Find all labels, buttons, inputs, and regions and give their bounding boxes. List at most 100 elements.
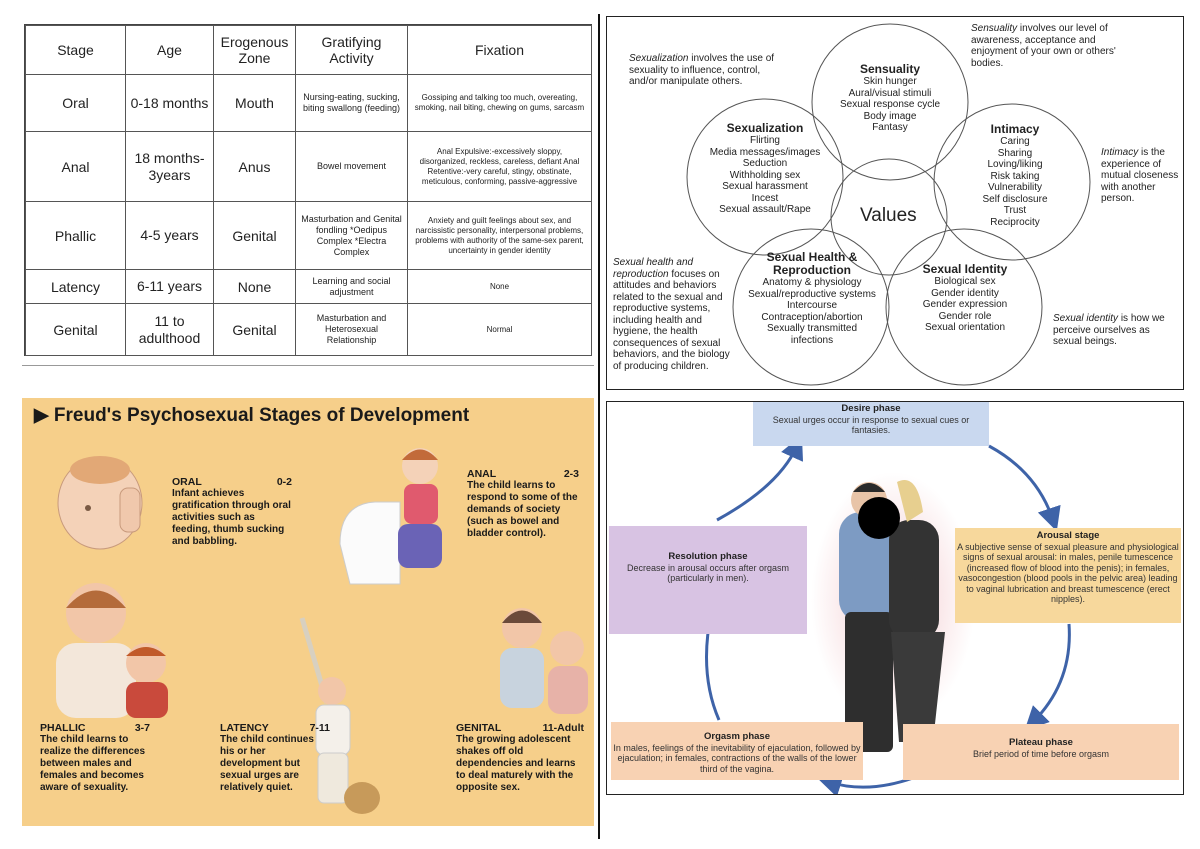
stage-text: The child learns to realize the differen… — [40, 734, 146, 793]
circle-identity — [885, 228, 1043, 386]
table-row: Genital 11 to adulthood Genital Masturba… — [25, 303, 592, 356]
values-label: Values — [860, 205, 917, 226]
freud-title: ▶ Freud's Psychosexual Stages of Develop… — [34, 405, 470, 426]
phase-text: A subjective sense of sexual pleasure an… — [957, 541, 1179, 605]
venn-circles — [686, 23, 1091, 386]
health-title: Sexual Health & Reproduction — [766, 250, 858, 277]
triangle-bullet-icon: ▶ — [34, 405, 49, 426]
circle-values — [830, 158, 948, 276]
circle-sensuality — [811, 23, 969, 181]
sexuality-venn-diagram: Sensuality Skin hunger Aural/visual stim… — [606, 16, 1184, 390]
cell-zone: None — [213, 269, 296, 304]
cell-stage: Anal — [25, 131, 126, 202]
stage-text: The child learns to respond to some of t… — [467, 480, 578, 539]
cell-age: 0-18 months — [125, 74, 214, 132]
header-stage: Stage — [25, 25, 126, 75]
cell-activity: Learning and social adjustment — [295, 269, 408, 304]
cell-zone: Genital — [213, 201, 296, 270]
sensuality-note: Sensuality involves our level of awarene… — [971, 23, 1116, 69]
stage-oral: ORAL 0-2 Infant achieves gratification th… — [172, 476, 292, 548]
phase-desire: Desire phase Sexual urges occur in respo… — [753, 402, 989, 446]
psychosexual-table: Stage Age Erogenous Zone Gratifying Acti… — [24, 24, 592, 356]
cell-activity: Masturbation and Heterosexual Relationsh… — [295, 303, 408, 356]
cell-activity: Masturbation and Genital fondling *Oedip… — [295, 201, 408, 270]
section-divider — [22, 365, 594, 366]
health-note: Sexual health and reproduction focuses o… — [613, 257, 730, 372]
intimacy-note: Intimacy is the experience of mutual clo… — [1101, 147, 1179, 204]
intimacy-group: Intimacy Caring Sharing Loving/liking Ri… — [963, 123, 1067, 228]
phase-title: Desire phase — [841, 403, 901, 414]
header-activity: Gratifying Activity — [295, 25, 408, 75]
cell-fixation: Anxiety and guilt feelings about sex, an… — [407, 201, 592, 270]
sensuality-group: Sensuality Skin hunger Aural/visual stim… — [815, 63, 965, 134]
column-divider — [598, 14, 600, 839]
stage-age: 0-2 — [276, 476, 292, 488]
circle-sexualization — [686, 98, 844, 256]
phase-plateau: Plateau phase Brief period of time befor… — [903, 724, 1179, 780]
health-group: Sexual Health & Reproduction Anatomy & p… — [748, 250, 876, 346]
sensuality-title: Sensuality — [859, 62, 921, 76]
stage-age: 11-Adult — [542, 722, 584, 734]
phase-arousal: Arousal stage A subjective sense of sexu… — [955, 528, 1181, 623]
freud-stages-illustration: ▶ Freud's Psychosexual Stages of Develop… — [22, 398, 594, 826]
cell-activity: Bowel movement — [295, 131, 408, 202]
cell-stage: Phallic — [25, 201, 126, 270]
stage-name: LATENCY — [220, 722, 269, 734]
cell-fixation: Gossiping and talking too much, overeati… — [407, 74, 592, 132]
stage-latency: LATENCY 7-11 The child continues his or h… — [220, 722, 330, 794]
cell-age: 11 to adulthood — [125, 303, 214, 356]
circle-intimacy — [933, 103, 1091, 261]
cell-stage: Latency — [25, 269, 126, 304]
table-header-row: Stage Age Erogenous Zone Gratifying Acti… — [25, 25, 592, 75]
stage-text: The growing adolescent shakes off old de… — [456, 734, 576, 793]
identity-group: Sexual Identity Biological sex Gender id… — [907, 263, 1023, 334]
stage-name: ORAL — [172, 476, 202, 488]
header-zone: Erogenous Zone — [213, 25, 296, 75]
phase-title: Resolution phase — [668, 551, 748, 562]
table-row: Phallic 4-5 years Genital Masturbation a… — [25, 201, 592, 270]
cell-fixation: Anal Expulsive:-excessively sloppy, diso… — [407, 131, 592, 202]
sexual-response-cycle: Desire phase Sexual urges occur in respo… — [606, 401, 1184, 795]
cell-zone: Genital — [213, 303, 296, 356]
header-fixation: Fixation — [407, 25, 592, 75]
cycle-graphics — [696, 435, 1071, 794]
table-row: Latency 6-11 years None Learning and soc… — [25, 269, 592, 304]
stage-age: 3-7 — [134, 722, 150, 734]
stage-anal: ANAL 2-3 The child learns to respond to s… — [467, 468, 579, 540]
father-son-figure — [56, 583, 168, 718]
stage-name: ANAL — [467, 468, 497, 480]
table-row: Anal 18 months- 3years Anus Bowel moveme… — [25, 131, 592, 202]
cell-zone: Mouth — [213, 74, 296, 132]
phase-title: Arousal stage — [1036, 530, 1100, 541]
cell-stage: Genital — [25, 303, 126, 356]
sexualization-group: Sexualization Flirting Media messages/im… — [697, 122, 833, 216]
sexualization-note: Sexualization involves the use of sexual… — [629, 53, 775, 87]
cell-age: 18 months- 3years — [125, 131, 214, 202]
stage-name: GENITAL — [456, 722, 502, 734]
cell-zone: Anus — [213, 131, 296, 202]
cell-activity: Nursing-eating, sucking, biting swallong… — [295, 74, 408, 132]
stage-age: 2-3 — [563, 468, 579, 480]
identity-note: Sexual identity is how we perceive ourse… — [1053, 313, 1165, 347]
phase-orgasm: Orgasm phase In males, feelings of the i… — [611, 722, 863, 780]
stage-age: 7-11 — [309, 722, 330, 734]
cell-stage: Oral — [25, 74, 126, 132]
phase-text: Brief period of time before orgasm — [972, 748, 1110, 759]
stage-name: PHALLIC — [40, 722, 86, 734]
phase-resolution: Resolution phase Decrease in arousal occ… — [609, 526, 807, 634]
phase-text: Decrease in arousal occurs after orgasm … — [626, 562, 790, 584]
stage-phallic: PHALLIC 3-7 The child learns to realize t… — [40, 722, 150, 794]
table-row: Oral 0-18 months Mouth Nursing-eating, s… — [25, 74, 592, 132]
stage-text: The child continues his or her developme… — [220, 734, 314, 793]
cell-age: 4-5 years — [125, 201, 214, 270]
circle-health — [732, 228, 890, 386]
sexualization-title: Sexualization — [726, 121, 804, 135]
cell-fixation: Normal — [407, 303, 592, 356]
phase-text: Sexual urges occur in response to sexual… — [772, 414, 970, 436]
stage-text: Infant achieves gratification through or… — [172, 488, 291, 547]
stage-genital: GENITAL 11-Adult The growing adolescent s… — [456, 722, 584, 794]
adolescents-figure — [500, 608, 588, 714]
intimacy-title: Intimacy — [990, 122, 1040, 136]
header-age: Age — [125, 25, 214, 75]
phase-title: Plateau phase — [1009, 737, 1073, 748]
